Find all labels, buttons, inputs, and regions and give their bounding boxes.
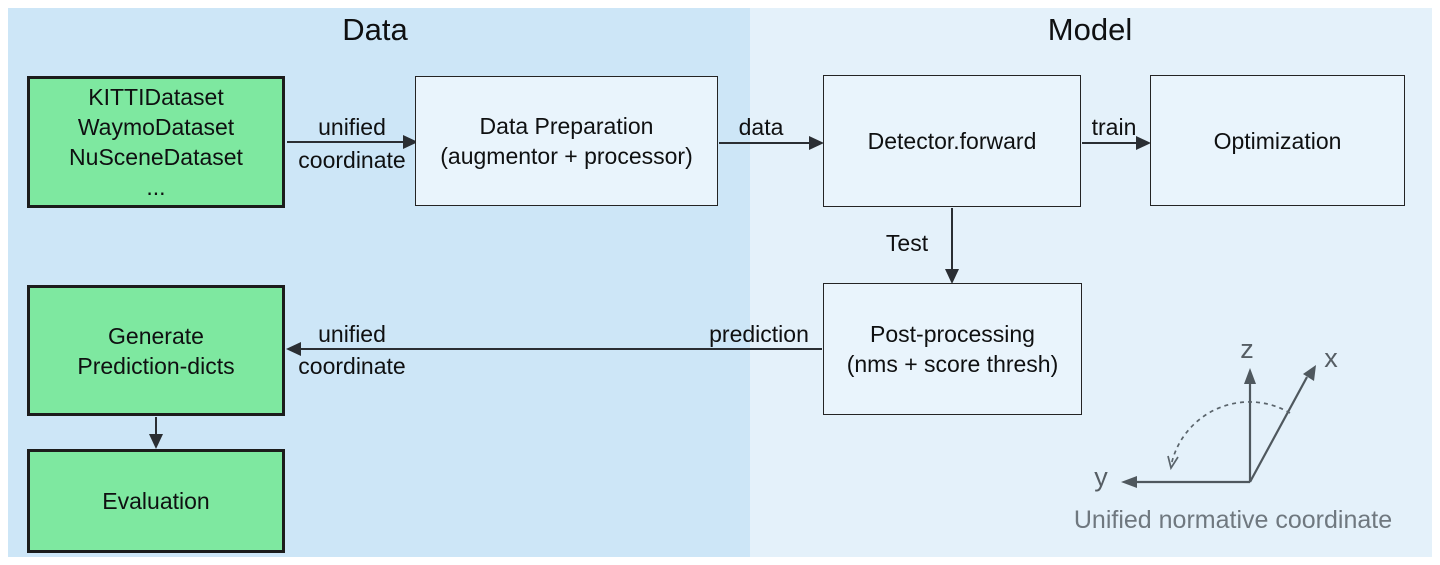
label-unified-coordinate-bottom-line1: unified xyxy=(318,321,386,347)
axis-z-label: z xyxy=(1240,334,1254,364)
axes-caption: Unified normative coordinate xyxy=(1073,506,1393,534)
optimization-box: Optimization xyxy=(1150,75,1405,206)
datasets-box-line: KITTIDataset xyxy=(88,84,224,110)
post-processing-box-line: (nms + score thresh) xyxy=(846,351,1059,377)
detector-forward-box-line: Detector.forward xyxy=(867,128,1037,154)
datasets-box: KITTIDataset WaymoDataset NuSceneDataset… xyxy=(27,76,285,208)
model-section-title: Model xyxy=(1047,12,1133,47)
axis-y-label: y xyxy=(1094,462,1108,492)
datasets-box-line: WaymoDataset xyxy=(77,114,235,140)
datasets-box-line: ... xyxy=(146,174,166,200)
generate-prediction-dicts-box: Generate Prediction-dicts xyxy=(27,285,285,416)
label-prediction: prediction xyxy=(709,321,809,347)
label-unified-coordinate-top-line2: coordinate xyxy=(298,147,406,173)
evaluation-box-line: Evaluation xyxy=(102,488,210,514)
generate-prediction-dicts-box-line: Generate xyxy=(108,322,204,349)
evaluation-box: Evaluation xyxy=(27,449,285,553)
post-processing-box-line: Post-processing xyxy=(870,321,1035,347)
axis-x-label: x xyxy=(1324,343,1338,373)
label-train: train xyxy=(1091,114,1137,140)
data-preparation-box-line: Data Preparation xyxy=(479,113,654,139)
post-processing-box: Post-processing (nms + score thresh) xyxy=(823,283,1082,415)
data-preparation-box: Data Preparation (augmentor + processor) xyxy=(415,76,718,206)
data-preparation-box-line: (augmentor + processor) xyxy=(440,143,693,169)
data-section-title: Data xyxy=(342,12,408,47)
label-unified-coordinate-top-line1: unified xyxy=(318,114,386,140)
generate-prediction-dicts-box-line: Prediction-dicts xyxy=(77,352,235,379)
datasets-box-line: NuSceneDataset xyxy=(69,144,243,170)
label-unified-coordinate-bottom-line2: coordinate xyxy=(298,353,406,379)
label-test: Test xyxy=(885,230,929,256)
label-data: data xyxy=(738,114,784,140)
detector-forward-box: Detector.forward xyxy=(823,75,1081,207)
optimization-box-line: Optimization xyxy=(1213,127,1342,154)
